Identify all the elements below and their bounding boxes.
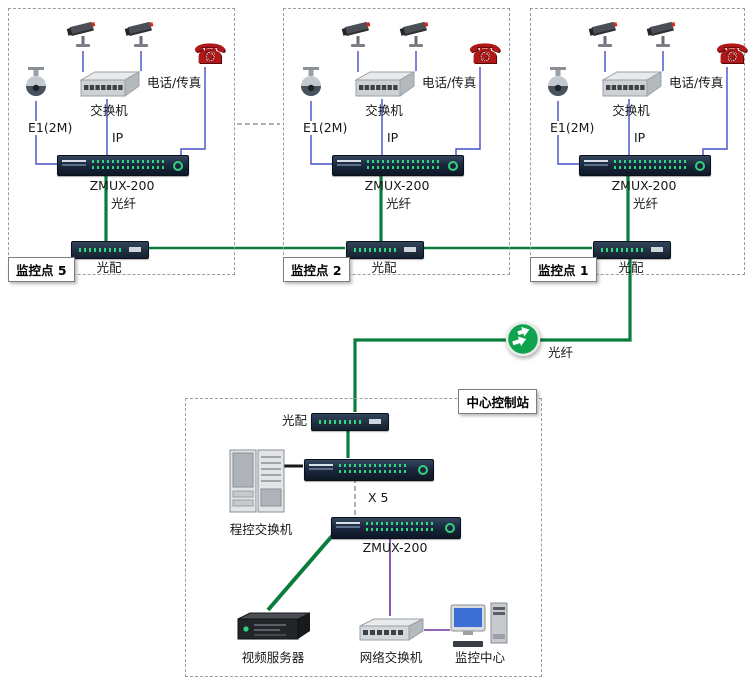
zmux-ports [92, 166, 164, 169]
switch-label: 交换机 [612, 103, 650, 118]
odf-mark [404, 247, 416, 252]
zmux-ports [614, 166, 686, 169]
zmux-label: ZMUX-200 [364, 178, 430, 193]
zmux-multiplier-label: X 5 [368, 490, 389, 505]
site-box-5: ☎ 交换机 电话/传真 E1(2M) IP ZMUX-200 光纤 光配 监控点… [8, 8, 235, 282]
site-title: 监控点 1 [530, 257, 597, 282]
pbx-cabinet-device [229, 449, 285, 513]
zmux-logo [445, 523, 455, 533]
odf-label: 光配 [618, 260, 644, 275]
odf-mark [129, 247, 141, 252]
dome-camera-icon [23, 67, 49, 101]
odf-ports [319, 420, 364, 424]
phone-fax-label: 电话/传真 [669, 75, 724, 90]
backbone-fiber-label: 光纤 [548, 345, 574, 360]
odf-ports [601, 248, 646, 252]
monitor-center-label: 监控中心 [454, 650, 505, 665]
site-fiber-label: 光纤 [386, 196, 412, 211]
site-fiber-label: 光纤 [633, 196, 659, 211]
zmux-label: ZMUX-200 [611, 178, 677, 193]
center-zmux-device-2 [331, 517, 461, 539]
zmux-faceplate-text [584, 160, 608, 162]
zmux-logo [418, 465, 428, 475]
ip-label: IP [111, 130, 125, 146]
network-switch-device [357, 617, 425, 645]
cctv-camera-icon [398, 15, 434, 49]
zmux-logo [173, 160, 183, 171]
center-zmux-label: ZMUX-200 [362, 540, 428, 555]
video-server-device [234, 611, 312, 645]
site-box-1: ☎ 交换机 电话/传真 E1(2M) IP ZMUX-200 光纤 光配 监控点… [530, 8, 749, 282]
phone-fax-icon: ☎ [468, 39, 502, 70]
cctv-camera-icon [123, 15, 159, 49]
odf-ports [354, 248, 399, 252]
ethernet-switch-device [599, 69, 663, 101]
zmux-ports [339, 470, 409, 473]
ethernet-switch-device [77, 69, 141, 101]
ip-label: IP [386, 130, 400, 146]
phone-fax-label: 电话/传真 [147, 75, 202, 90]
zmux-faceplate-text [62, 160, 86, 162]
odf-device [346, 241, 424, 259]
odf-label: 光配 [371, 260, 397, 275]
center-zmux-device [304, 459, 434, 481]
zmux-device [332, 155, 464, 176]
odf-mark [651, 247, 663, 252]
pbx-label: 程控交换机 [229, 522, 293, 537]
zmux-ports [339, 464, 409, 467]
cctv-camera-icon [65, 15, 101, 49]
zmux-ports [367, 166, 439, 169]
zmux-device [57, 155, 189, 176]
center-title: 中心控制站 [458, 389, 537, 414]
center-odf-device [311, 413, 389, 431]
zmux-ports [366, 522, 436, 525]
fiber-backbone-line [353, 256, 632, 412]
zmux-logo [448, 160, 458, 171]
phone-fax-icon: ☎ [715, 39, 749, 70]
site-title: 监控点 5 [8, 257, 75, 282]
zmux-ports [614, 160, 686, 163]
ethernet-switch-device [352, 69, 416, 101]
zmux-ports [367, 160, 439, 163]
ip-label: IP [633, 130, 647, 146]
e1-label: E1(2M) [549, 120, 596, 136]
network-switch-label: 网络交换机 [359, 650, 423, 665]
switch-label: 交换机 [90, 103, 128, 118]
cctv-camera-icon [645, 15, 681, 49]
zmux-logo [695, 160, 705, 171]
phone-fax-icon: ☎ [193, 39, 227, 70]
odf-label: 光配 [96, 260, 122, 275]
e1-label: E1(2M) [27, 120, 74, 136]
center-odf-label: 光配 [281, 413, 307, 428]
odf-mark [369, 419, 381, 424]
e1-label: E1(2M) [302, 120, 349, 136]
odf-device [71, 241, 149, 259]
dome-camera-icon [545, 67, 571, 101]
zmux-ports [366, 528, 436, 531]
odf-device [593, 241, 671, 259]
monitor-center-computer-icon [449, 601, 511, 649]
site-fiber-label: 光纤 [111, 196, 137, 211]
site2-wires [310, 51, 481, 241]
switch-label: 交换机 [365, 103, 403, 118]
dome-camera-icon [298, 67, 324, 101]
phone-fax-label: 电话/传真 [422, 75, 477, 90]
center-control-station-box: 中心控制站 光配 程控交换机 [185, 389, 542, 677]
fiber-connector-icon [505, 321, 541, 357]
odf-ports [79, 248, 124, 252]
zmux-faceplate-text [337, 160, 361, 162]
video-server-label: 视频服务器 [241, 650, 305, 665]
zmux-ports [92, 160, 164, 163]
cctv-camera-icon [340, 15, 376, 49]
zmux-faceplate-text [336, 522, 360, 524]
zmux-faceplate-text [309, 464, 333, 466]
cctv-camera-icon [587, 15, 623, 49]
zmux-video-server-line [266, 534, 334, 612]
zmux-device [579, 155, 711, 176]
site-box-2: ☎ 交换机 电话/传真 E1(2M) IP ZMUX-200 光纤 光配 监控点… [283, 8, 510, 282]
zmux-label: ZMUX-200 [89, 178, 155, 193]
site-title: 监控点 2 [283, 257, 350, 282]
